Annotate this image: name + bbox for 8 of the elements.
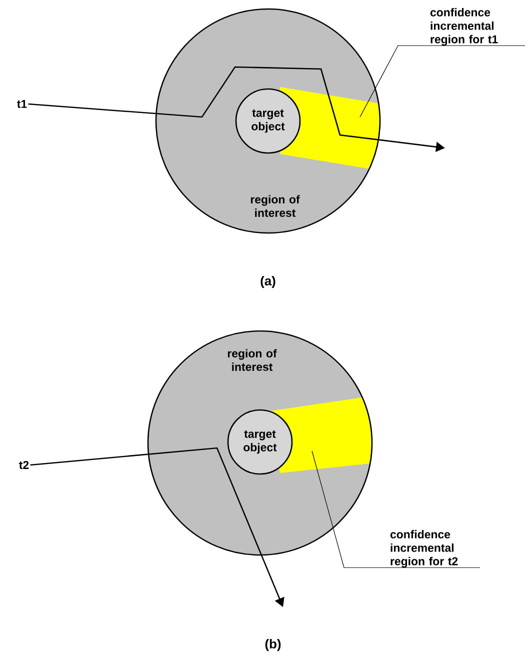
- trajectory-label: t1: [17, 100, 27, 108]
- leader-line: [312, 450, 480, 568]
- trajectory-label: t2: [19, 460, 29, 470]
- callout-text: confidence incremental region for t1: [430, 8, 498, 46]
- callout-text: confidence incremental region for t2: [390, 530, 458, 568]
- panel-label: (a): [260, 276, 276, 288]
- panel-label: (b): [265, 638, 281, 652]
- leader-line: [360, 45, 526, 118]
